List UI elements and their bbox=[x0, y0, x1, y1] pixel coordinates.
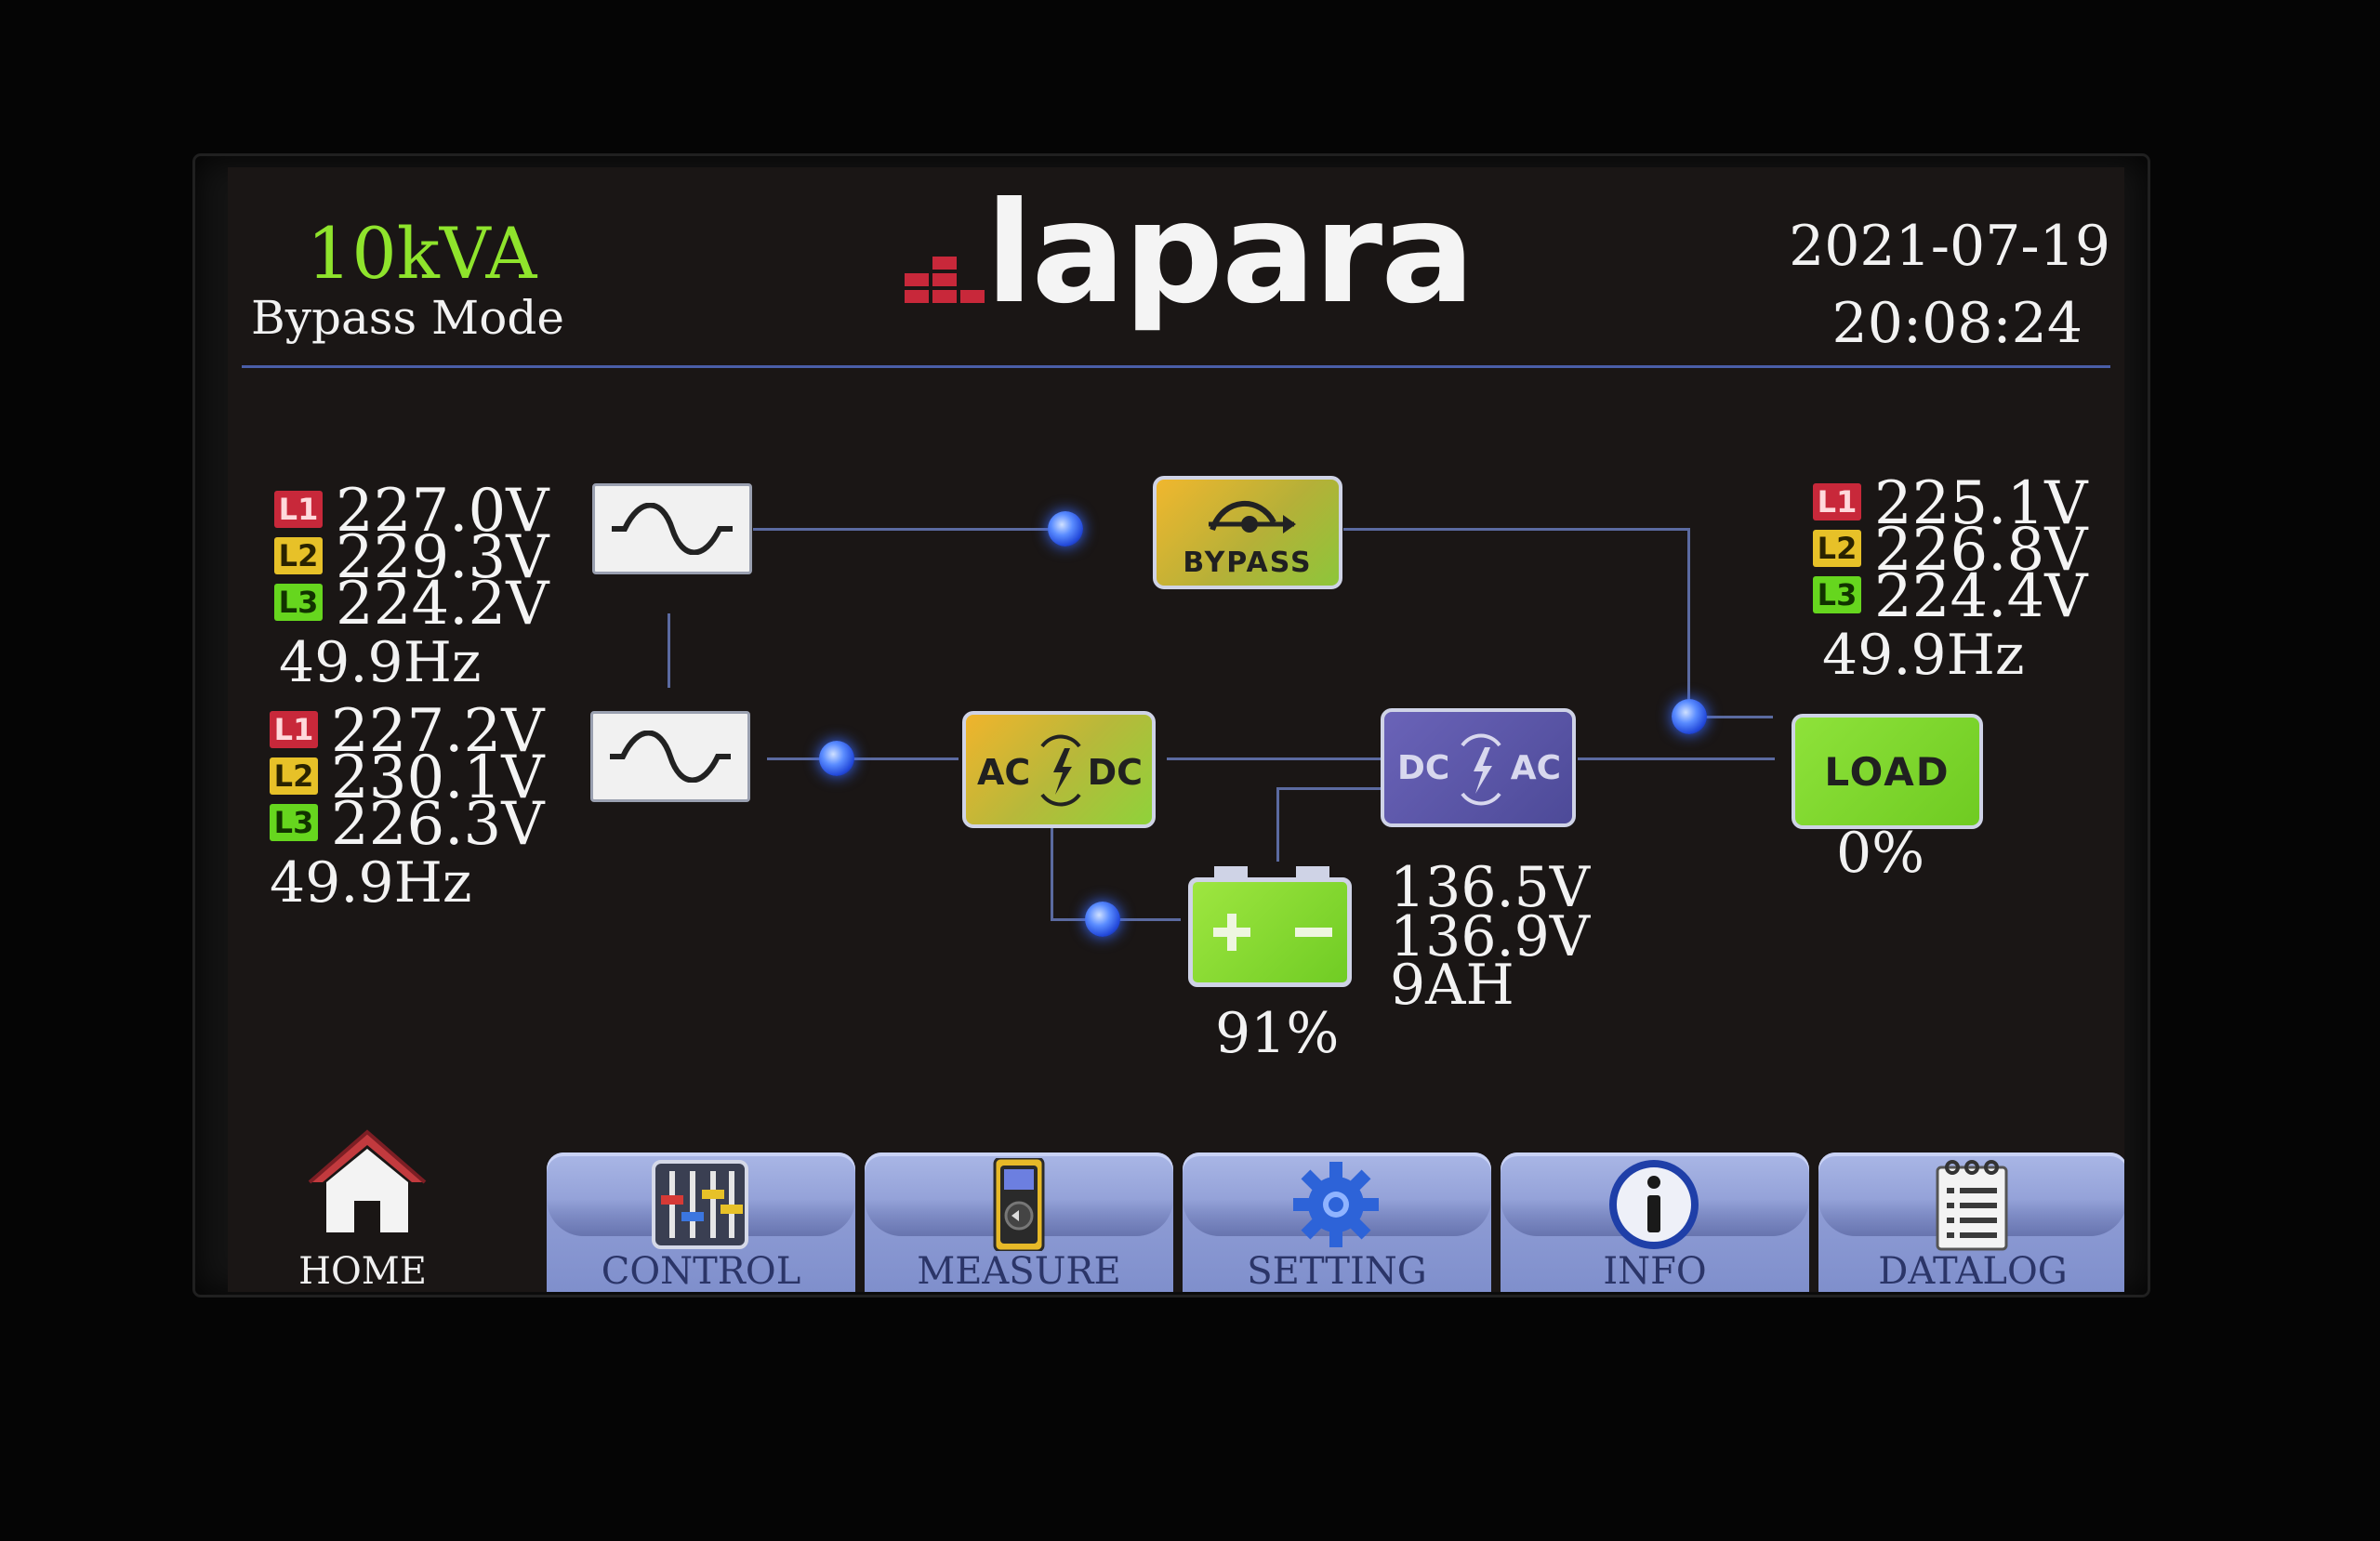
nav-datalog[interactable]: DATALOG bbox=[1818, 1152, 2124, 1292]
input-bypass-frequency: 49.9Hz bbox=[270, 850, 472, 915]
flow-dot-output bbox=[1672, 699, 1707, 734]
phase-tag: L2 bbox=[274, 537, 323, 574]
phase-voltage: 227.2V bbox=[331, 697, 545, 766]
nav-info[interactable]: INFO bbox=[1501, 1152, 1809, 1292]
wire-to-load bbox=[1687, 716, 1773, 718]
phase-voltage: 226.3V bbox=[331, 790, 545, 859]
conversion-bolt-icon bbox=[1461, 733, 1501, 806]
ac-source-bypass[interactable] bbox=[590, 711, 750, 802]
battery-block[interactable] bbox=[1188, 866, 1355, 987]
header-divider bbox=[242, 365, 2110, 368]
phase-tag: L3 bbox=[270, 804, 318, 841]
gear-icon bbox=[1293, 1162, 1379, 1247]
notepad-icon bbox=[1936, 1160, 2008, 1251]
phase-voltage: 224.4V bbox=[1874, 562, 2088, 631]
input-main-readings: L1 227.0V L2 229.3V L3 224.2V 49.9Hz bbox=[274, 481, 553, 714]
info-icon bbox=[1609, 1160, 1699, 1249]
nav-control[interactable]: CONTROL bbox=[547, 1152, 855, 1292]
phase-voltage: 229.3V bbox=[336, 523, 549, 592]
bottom-nav: HOME CONTROL bbox=[228, 1125, 2124, 1292]
phase-tag: L1 bbox=[1813, 483, 1861, 520]
nav-info-label: INFO bbox=[1603, 1250, 1707, 1292]
sliders-icon bbox=[652, 1160, 748, 1249]
wire-bypass-out bbox=[1343, 528, 1689, 531]
nav-measure-label: MEASURE bbox=[917, 1250, 1121, 1292]
battery-percent: 91% bbox=[1215, 1001, 1340, 1066]
input-bypass-readings: L1 227.2V L2 230.1V L3 226.3V 49.9Hz bbox=[270, 702, 549, 934]
multimeter-icon bbox=[993, 1158, 1045, 1251]
wire-source-link bbox=[668, 613, 670, 688]
wire-batt-inv bbox=[1276, 787, 1390, 790]
wire-inverter-out bbox=[1578, 757, 1775, 760]
wire-dc-bus bbox=[1167, 757, 1390, 760]
phase-tag: L2 bbox=[270, 757, 318, 795]
output-readings: L1 225.1V L2 226.8V L3 224.4V 49.9Hz bbox=[1813, 474, 2092, 706]
rectifier-ac-label: AC bbox=[977, 752, 1031, 793]
bypass-block[interactable]: BYPASS bbox=[1153, 476, 1342, 589]
phase-voltage: 226.8V bbox=[1874, 516, 2088, 585]
inverter-ac-label: AC bbox=[1510, 749, 1561, 787]
input-main-frequency: 49.9Hz bbox=[279, 630, 482, 695]
phase-voltage: 224.2V bbox=[336, 570, 549, 639]
phase-voltage: 230.1V bbox=[331, 744, 545, 812]
brand-name: lapara bbox=[985, 173, 1474, 335]
battery-capacity: 9AH bbox=[1390, 953, 1514, 1018]
wire-bypass-in bbox=[753, 528, 1060, 531]
rectifier-dc-label: DC bbox=[1087, 752, 1143, 793]
phase-tag: L3 bbox=[1813, 576, 1861, 613]
nav-home-label: HOME bbox=[298, 1250, 427, 1292]
wire-batt-up bbox=[1276, 787, 1279, 862]
inverter-dc-label: DC bbox=[1397, 749, 1450, 787]
load-block[interactable]: LOAD bbox=[1792, 714, 1983, 829]
rectifier-block[interactable]: AC DC bbox=[962, 711, 1156, 828]
wire-bypass-down bbox=[1687, 528, 1690, 718]
load-percent: 0% bbox=[1836, 821, 1925, 886]
wire-main-in bbox=[767, 757, 959, 760]
nav-control-label: CONTROL bbox=[601, 1250, 801, 1292]
nav-datalog-label: DATALOG bbox=[1878, 1250, 2068, 1292]
battery-voltage-positive: 136.5V bbox=[1390, 855, 1591, 920]
battery-terminal-pos bbox=[1214, 866, 1248, 879]
flow-dot-bypass bbox=[1048, 511, 1083, 547]
bypass-label: BYPASS bbox=[1183, 547, 1313, 579]
nav-setting[interactable]: SETTING bbox=[1183, 1152, 1491, 1292]
battery-terminal-neg bbox=[1296, 866, 1329, 879]
sine-wave-icon bbox=[610, 731, 731, 783]
sine-wave-icon bbox=[612, 503, 733, 555]
logo-bricks-icon bbox=[905, 257, 985, 303]
operating-mode: Bypass Mode bbox=[251, 291, 564, 345]
current-date: 2021-07-19 bbox=[1789, 214, 2110, 279]
battery-polarity-icon bbox=[1213, 914, 1332, 951]
inverter-block[interactable]: DC AC bbox=[1381, 708, 1576, 827]
brand-logo: lapara bbox=[897, 184, 1474, 351]
flow-dot-main bbox=[819, 741, 854, 776]
power-rating: 10kVA bbox=[307, 212, 537, 295]
output-frequency: 49.9Hz bbox=[1822, 623, 2025, 688]
phase-tag: L1 bbox=[270, 711, 318, 748]
home-icon bbox=[308, 1129, 427, 1232]
wire-rect-batt-down bbox=[1051, 818, 1053, 920]
nav-home[interactable]: HOME bbox=[284, 1125, 442, 1292]
ac-source-main[interactable] bbox=[592, 483, 752, 574]
phase-voltage: 225.1V bbox=[1874, 469, 2088, 538]
phase-voltage: 227.0V bbox=[336, 477, 549, 546]
current-time: 20:08:24 bbox=[1831, 291, 2082, 356]
battery-voltage-negative: 136.9V bbox=[1390, 904, 1591, 969]
phase-tag: L2 bbox=[1813, 530, 1861, 567]
bypass-switch-icon bbox=[1209, 500, 1296, 533]
phase-tag: L3 bbox=[274, 584, 323, 621]
nav-setting-label: SETTING bbox=[1247, 1250, 1427, 1292]
load-label: LOAD bbox=[1824, 749, 1950, 795]
conversion-bolt-icon bbox=[1040, 734, 1081, 807]
ups-touch-screen: 10kVA Bypass Mode lapara 2021-07-19 20:0… bbox=[228, 167, 2124, 1292]
flow-dot-battery bbox=[1085, 902, 1120, 937]
nav-measure[interactable]: MEASURE bbox=[865, 1152, 1173, 1292]
phase-tag: L1 bbox=[274, 491, 323, 528]
battery-body bbox=[1188, 877, 1352, 987]
